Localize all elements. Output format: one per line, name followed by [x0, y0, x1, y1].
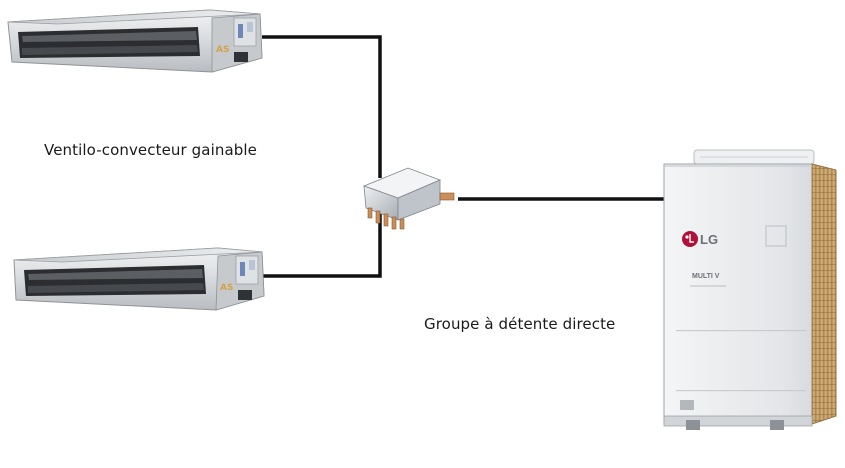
svg-text:MULTI V: MULTI V: [692, 273, 720, 280]
ducted-fan-coil-unit-lower: AS: [13, 247, 265, 311]
pipe-upper-unit: [262, 35, 382, 178]
svg-text:LG: LG: [700, 232, 718, 247]
outdoor-unit-label: Groupe à détente directe: [424, 315, 616, 333]
refrigerant-piping: [262, 35, 664, 278]
fan-coil-label: Ventilo-convecteur gainable: [44, 141, 257, 159]
svg-text:AS: AS: [216, 45, 229, 55]
ducted-fan-coil-unit-upper: AS: [7, 9, 263, 73]
svg-text:AS: AS: [220, 283, 233, 293]
lg-logo: LG: [682, 231, 718, 247]
vrf-outdoor-unit: LG MULTI V: [663, 149, 837, 430]
pipe-lower-unit: [262, 214, 382, 278]
refrigerant-branch-box: [362, 167, 455, 230]
